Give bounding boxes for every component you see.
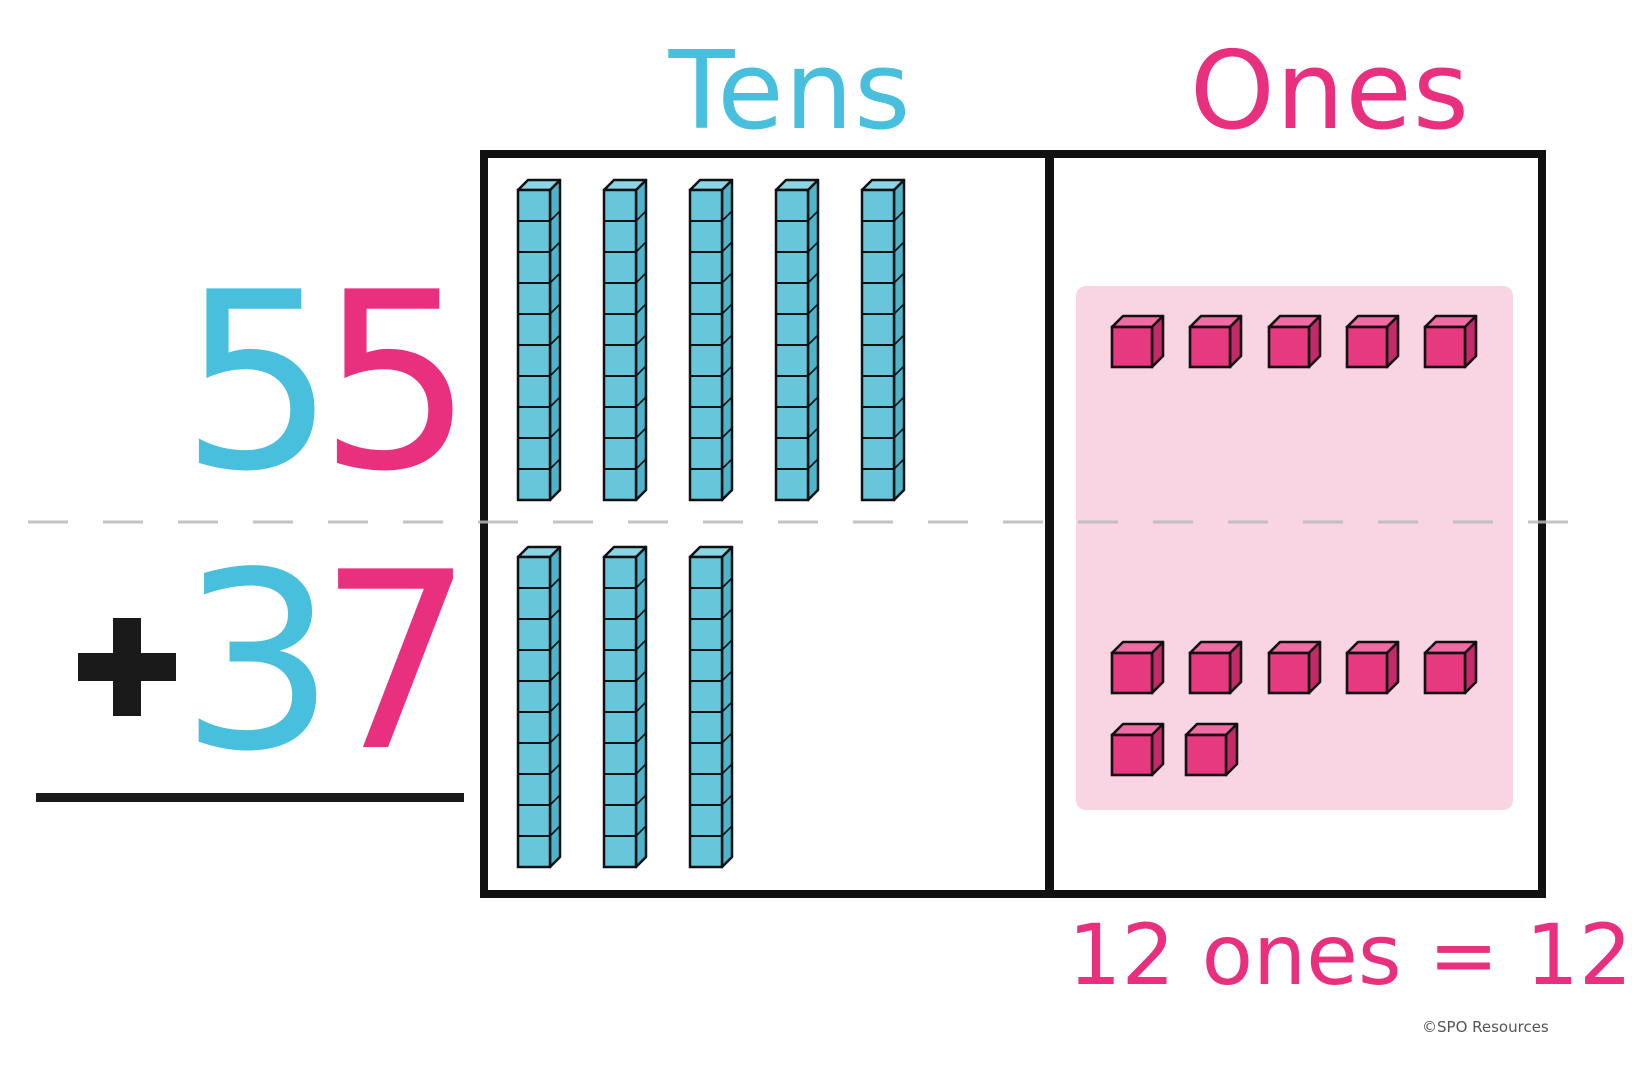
ones-cube [1110, 722, 1165, 777]
tens-rod [688, 178, 734, 502]
ones-cube [1184, 722, 1239, 777]
tens-rod [602, 178, 648, 502]
ones-cube [1188, 640, 1243, 695]
ones-cube [1267, 314, 1322, 369]
ones-cube [1267, 640, 1322, 695]
ones-cube [1345, 314, 1400, 369]
bottom-number-tens-digit: 3 [180, 520, 336, 805]
tens-rod [860, 178, 906, 502]
plus-sign-icon [78, 618, 176, 716]
tens-rod [774, 178, 820, 502]
top-number-tens-digit: 5 [180, 240, 336, 525]
tens-header: Tens [668, 29, 912, 154]
tens-rod [516, 545, 562, 869]
column-divider [1045, 150, 1054, 898]
ones-cube [1423, 640, 1478, 695]
top-number-ones-digit: 5 [318, 240, 474, 525]
ones-panel [1076, 286, 1513, 810]
tens-rod [602, 545, 648, 869]
copyright-credit: ©SPO Resources [1422, 1018, 1549, 1036]
dashed-divider [28, 520, 1588, 524]
ones-cube [1345, 640, 1400, 695]
ones-header: Ones [1189, 29, 1471, 154]
tens-rod [688, 545, 734, 869]
ones-cube [1110, 640, 1165, 695]
ones-cube [1110, 314, 1165, 369]
ones-caption: 12 ones = 12 [1068, 906, 1632, 1004]
ones-cube [1423, 314, 1478, 369]
bottom-number-ones-digit: 7 [318, 520, 474, 805]
place-value-chart [480, 150, 1546, 898]
ones-cube [1188, 314, 1243, 369]
answer-line [36, 793, 464, 802]
tens-rod [516, 178, 562, 502]
